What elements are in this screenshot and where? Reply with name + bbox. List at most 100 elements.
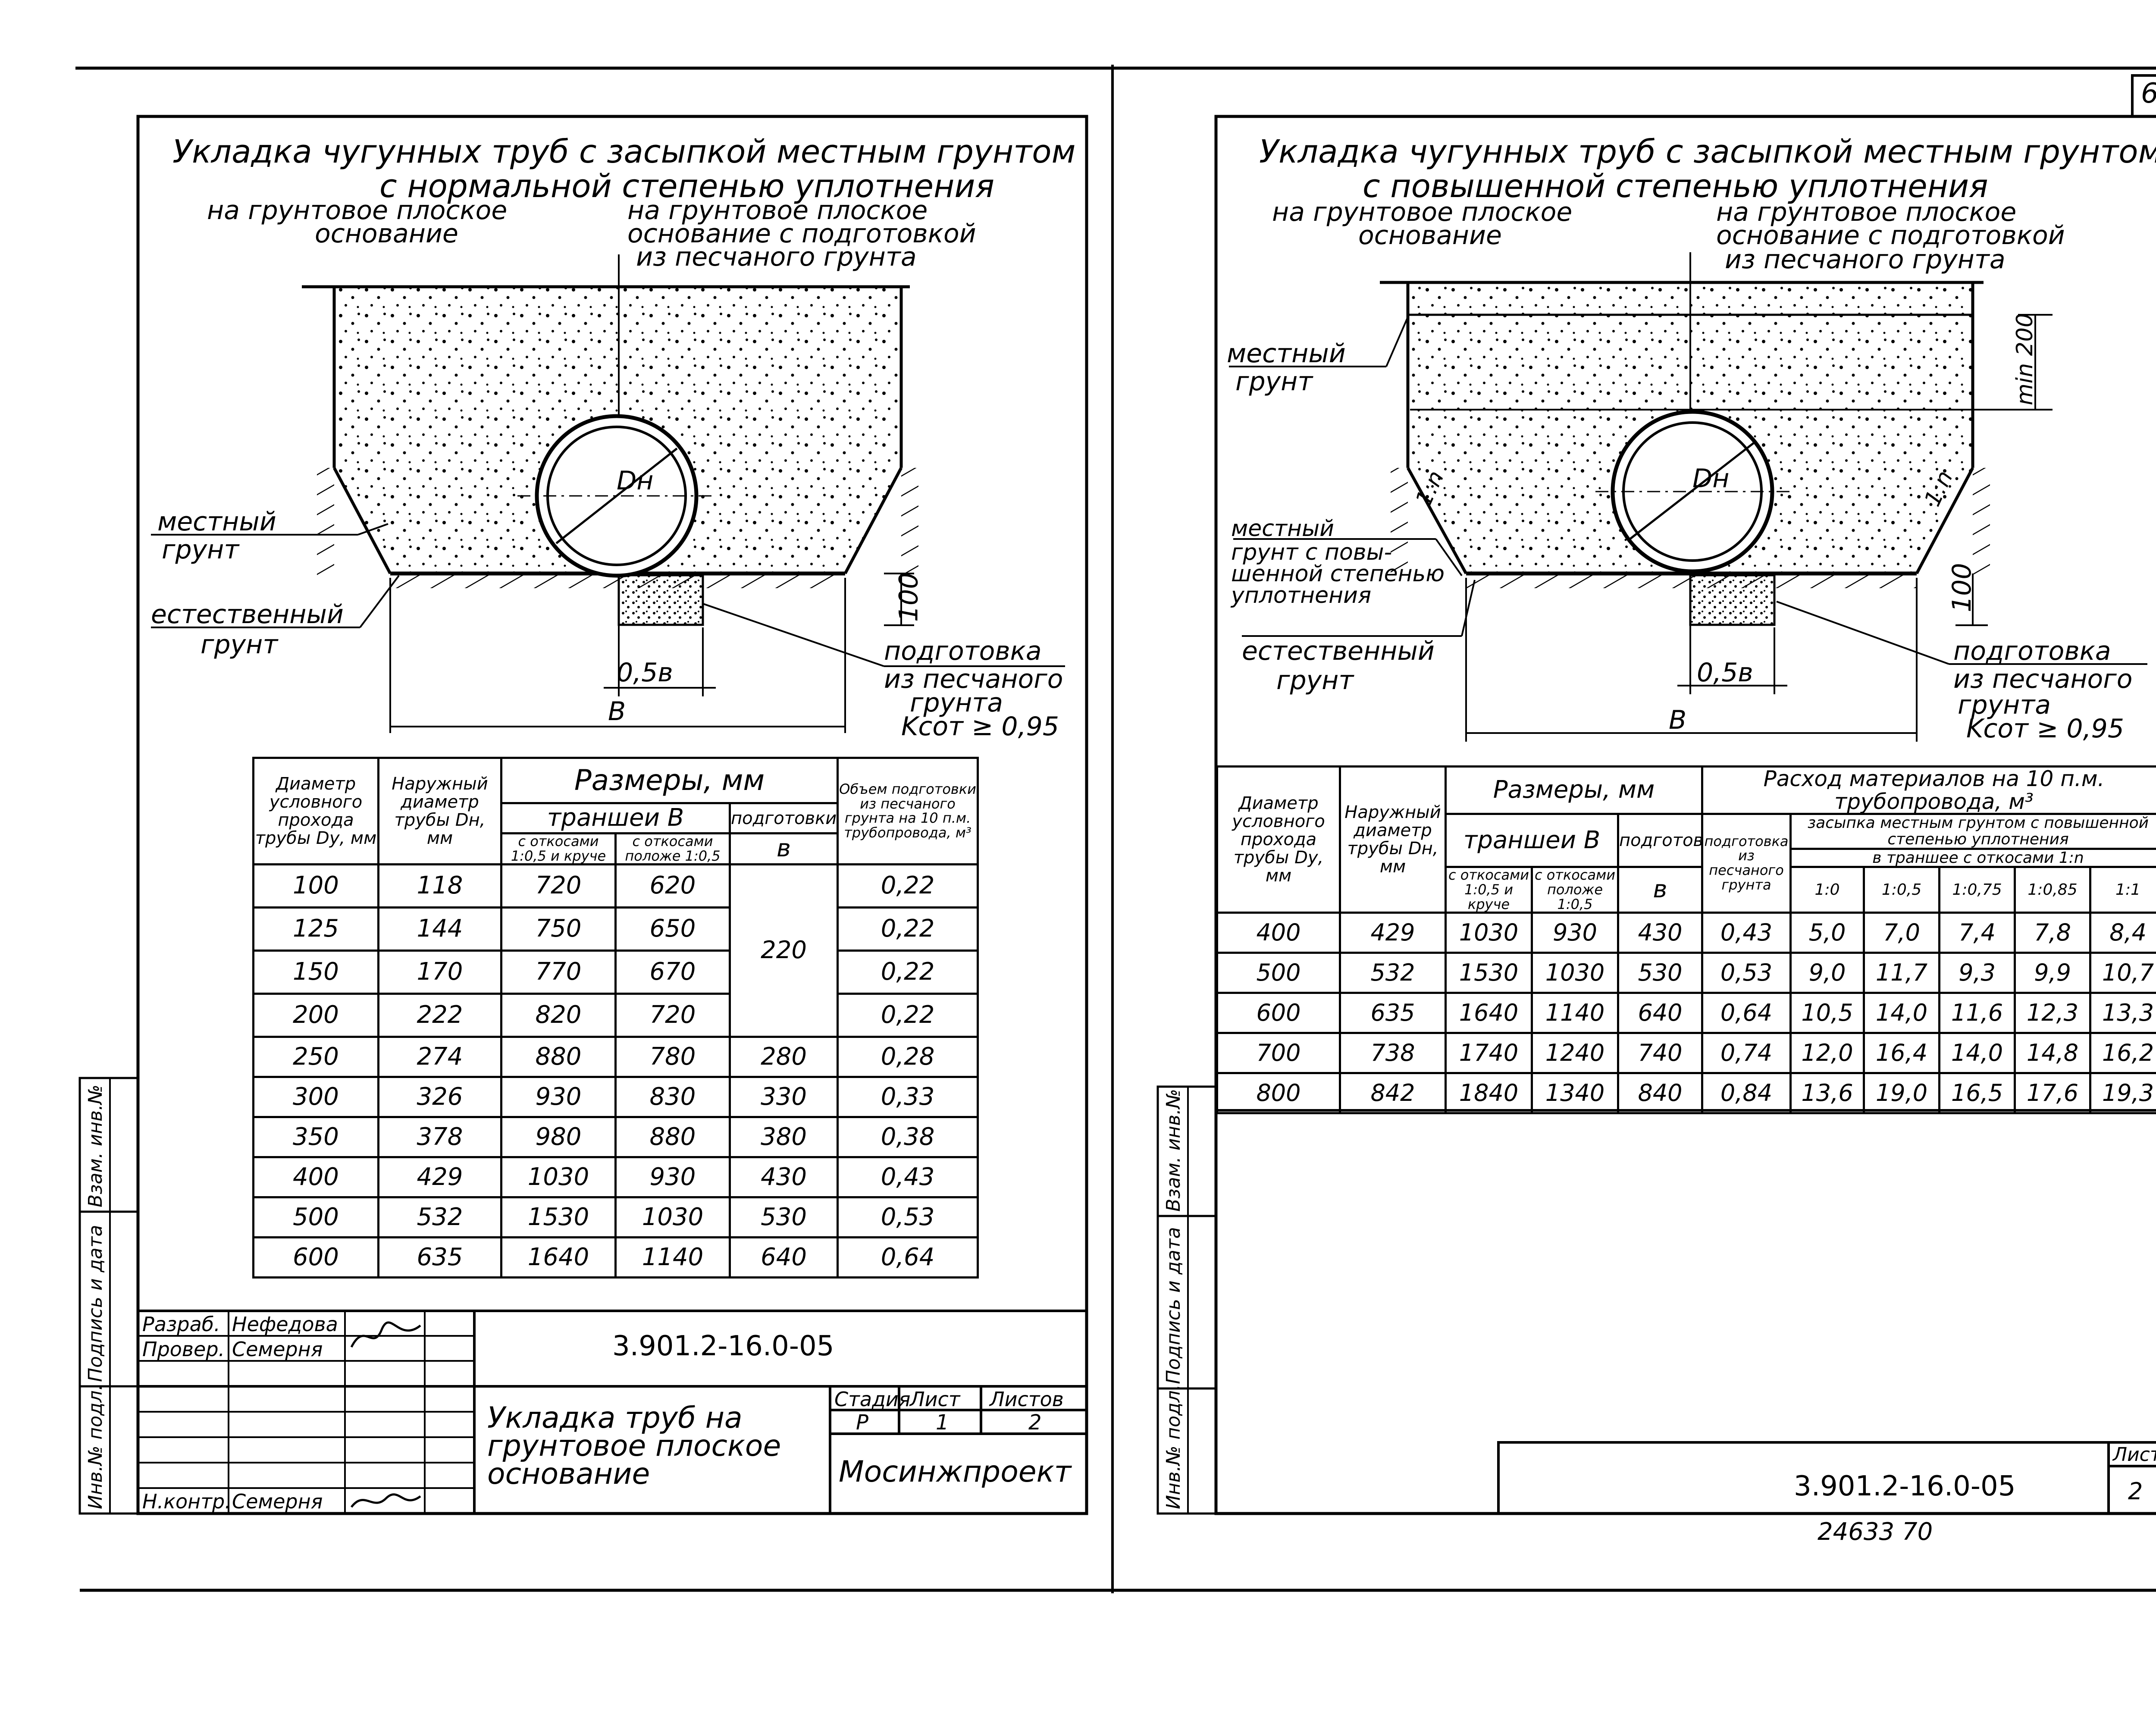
cell-prep: 530 [728,1196,839,1239]
cell-b2: 830 [614,1076,731,1119]
left-sub-right-1: на грунтовое плоское [627,195,928,226]
table-row: 250 274 880 780 280 0,28 [252,1036,979,1078]
right-label-natural-soil-1: естественный [1242,636,1435,666]
cell-backfill: 19,3 [2089,1072,2156,1115]
cell-vol: 0,43 [837,1156,979,1199]
cell-backfill: 12,3 [2014,992,2092,1034]
left-stamp-title-1: Укладка труб на [487,1401,743,1435]
cell-b2: 1140 [1531,992,1619,1034]
cell-b1: 770 [500,950,617,995]
cell-backfill: 16,2 [2089,1032,2156,1075]
cell-b1: 1640 [500,1236,617,1279]
left-h-prep: подготовки [728,802,839,834]
cell-b1: 1530 [500,1196,617,1239]
table-row: 700 738 1740 1240 740 0,74 12,0 16,4 14,… [1216,1032,2156,1075]
left-h-slope-flat: с откосами положе 1:0,5 [614,832,731,866]
cell-vol: 0,22 [837,863,979,909]
left-dim-dn: Dн [617,466,654,496]
cell-backfill: 14,8 [2014,1032,2092,1075]
right-h-backfill: засыпка местным грунтом с повышенной сте… [1789,813,2156,850]
cell-backfill: 10,5 [1789,992,1865,1034]
right-pipe-table: Диаметр условного прохода трубы Dу, мм Н… [1216,765,2156,1115]
stamp-sheet: 1 [936,1410,949,1435]
stamp-sheets-header: Листов [990,1388,1064,1411]
right-h-prep: подготовки [1617,812,1704,868]
left-sub-right-3: из песчаного грунта [636,242,917,272]
cell-prep: 280 [728,1036,839,1078]
right-h-prep-sand: подготовка из песчаного грунта [1701,812,1792,914]
cell-backfill: 7,4 [1938,912,2016,954]
left-h-dy: Диаметр условного прохода трубы Dу, мм [252,756,379,866]
left-sub-right-2: основание с подготовкой [627,219,976,249]
stamp-stage-header: Стадия [834,1388,911,1411]
cell-b1: 1840 [1445,1072,1533,1115]
left-pipe-table: Диаметр условного прохода трубы Dу, мм Н… [252,756,979,1279]
cell-vol: 0,22 [837,906,979,952]
left-sub-left-2: основание [315,219,458,249]
left-label-prep-1: подготовка [884,636,1042,666]
cell-b2: 720 [614,993,731,1038]
right-h-slope-0: 1:0 [1789,866,1865,914]
cell-dn: 274 [377,1036,502,1078]
stamp-stage: Р [856,1410,868,1435]
cell-vol: 0,22 [837,950,979,995]
table-row: 500 532 1530 1030 530 0,53 [252,1196,979,1239]
cell-b2: 880 [614,1116,731,1159]
cell-prep: 640 [1617,992,1704,1034]
left-h-trench: траншеи В [500,802,731,834]
cell-sand: 0,84 [1701,1072,1792,1115]
cell-b2: 930 [1531,912,1619,954]
stamp-org: Мосинжпроект [839,1455,1072,1489]
cell-b1: 720 [500,863,617,909]
right-h-dn: Наружный диаметр трубы Dн, мм [1339,765,1447,914]
right-h-prep-b: в [1617,866,1704,914]
right-label-prep-2: из песчаного [1953,664,2133,694]
stamp-nkontr-label: Н.контр. [142,1490,231,1513]
archive-number: 24633 70 [1818,1518,1933,1546]
right-label-local-soil-1: местный [1227,338,1346,369]
cell-dy: 150 [252,950,379,995]
right-label-natural-soil-2: грунт [1276,665,1354,696]
cell-prep: 740 [1617,1032,1704,1075]
cell-dn: 635 [377,1236,502,1279]
cell-backfill: 11,7 [1863,952,1941,994]
cell-sand: 0,53 [1701,952,1792,994]
right-sub-left-2: основание [1358,220,1502,251]
cell-dy: 300 [252,1076,379,1119]
table-row: 125 144 750 650 0,22 [252,906,979,952]
cell-backfill: 9,9 [2014,952,2092,994]
right-title-line2: с повышенной степенью уплотнения [1363,168,1988,205]
cell-backfill: 12,0 [1789,1032,1865,1075]
left-h-volume: Объем подготовки из песчаного грунта на … [837,756,979,866]
cell-vol: 0,22 [837,993,979,1038]
cell-b1: 980 [500,1116,617,1159]
cell-dn: 429 [1339,912,1447,954]
cell-dy: 100 [252,863,379,909]
stamp-prover-label: Провер. [142,1338,225,1361]
right-label-compacted-3: шенной степенью [1231,561,1445,587]
left-h-prep-b: в [728,832,839,866]
right-stamp-sheet: 2 [2128,1478,2143,1505]
left-h-dn: Наружный диаметр трубы Dн, мм [377,756,502,866]
cell-b2: 1140 [614,1236,731,1279]
left-title-line1: Укладка чугунных труб с засыпкой местным… [172,133,1076,170]
right-dim-05b: 0,5в [1697,658,1753,688]
cell-backfill: 13,3 [2089,992,2156,1034]
cell-backfill: 5,0 [1789,912,1865,954]
table-row: 500 532 1530 1030 530 0,53 9,0 11,7 9,3 … [1216,952,2156,994]
right-h-trench: траншеи В [1445,812,1619,868]
stamp-sheet-header: Лист [910,1388,960,1411]
cell-backfill: 9,3 [1938,952,2016,994]
table-row: 600 635 1640 1140 640 0,64 [252,1236,979,1279]
right-h-slope-3: 1:0,85 [2014,866,2092,914]
left-title-line2: с нормальной степенью уплотнения [379,168,994,205]
cell-vol: 0,33 [837,1076,979,1119]
table-row: 800 842 1840 1340 840 0,84 13,6 19,0 16,… [1216,1072,2156,1115]
left-stamp-title-2: грунтовое плоское [487,1429,781,1463]
cell-vol: 0,28 [837,1036,979,1078]
cell-b2: 650 [614,906,731,952]
cell-dy: 500 [1216,952,1341,994]
right-sub-right-2: основание с подготовкой [1716,220,2065,251]
stamp-sheets: 2 [1028,1410,1042,1435]
cell-b1: 750 [500,906,617,952]
